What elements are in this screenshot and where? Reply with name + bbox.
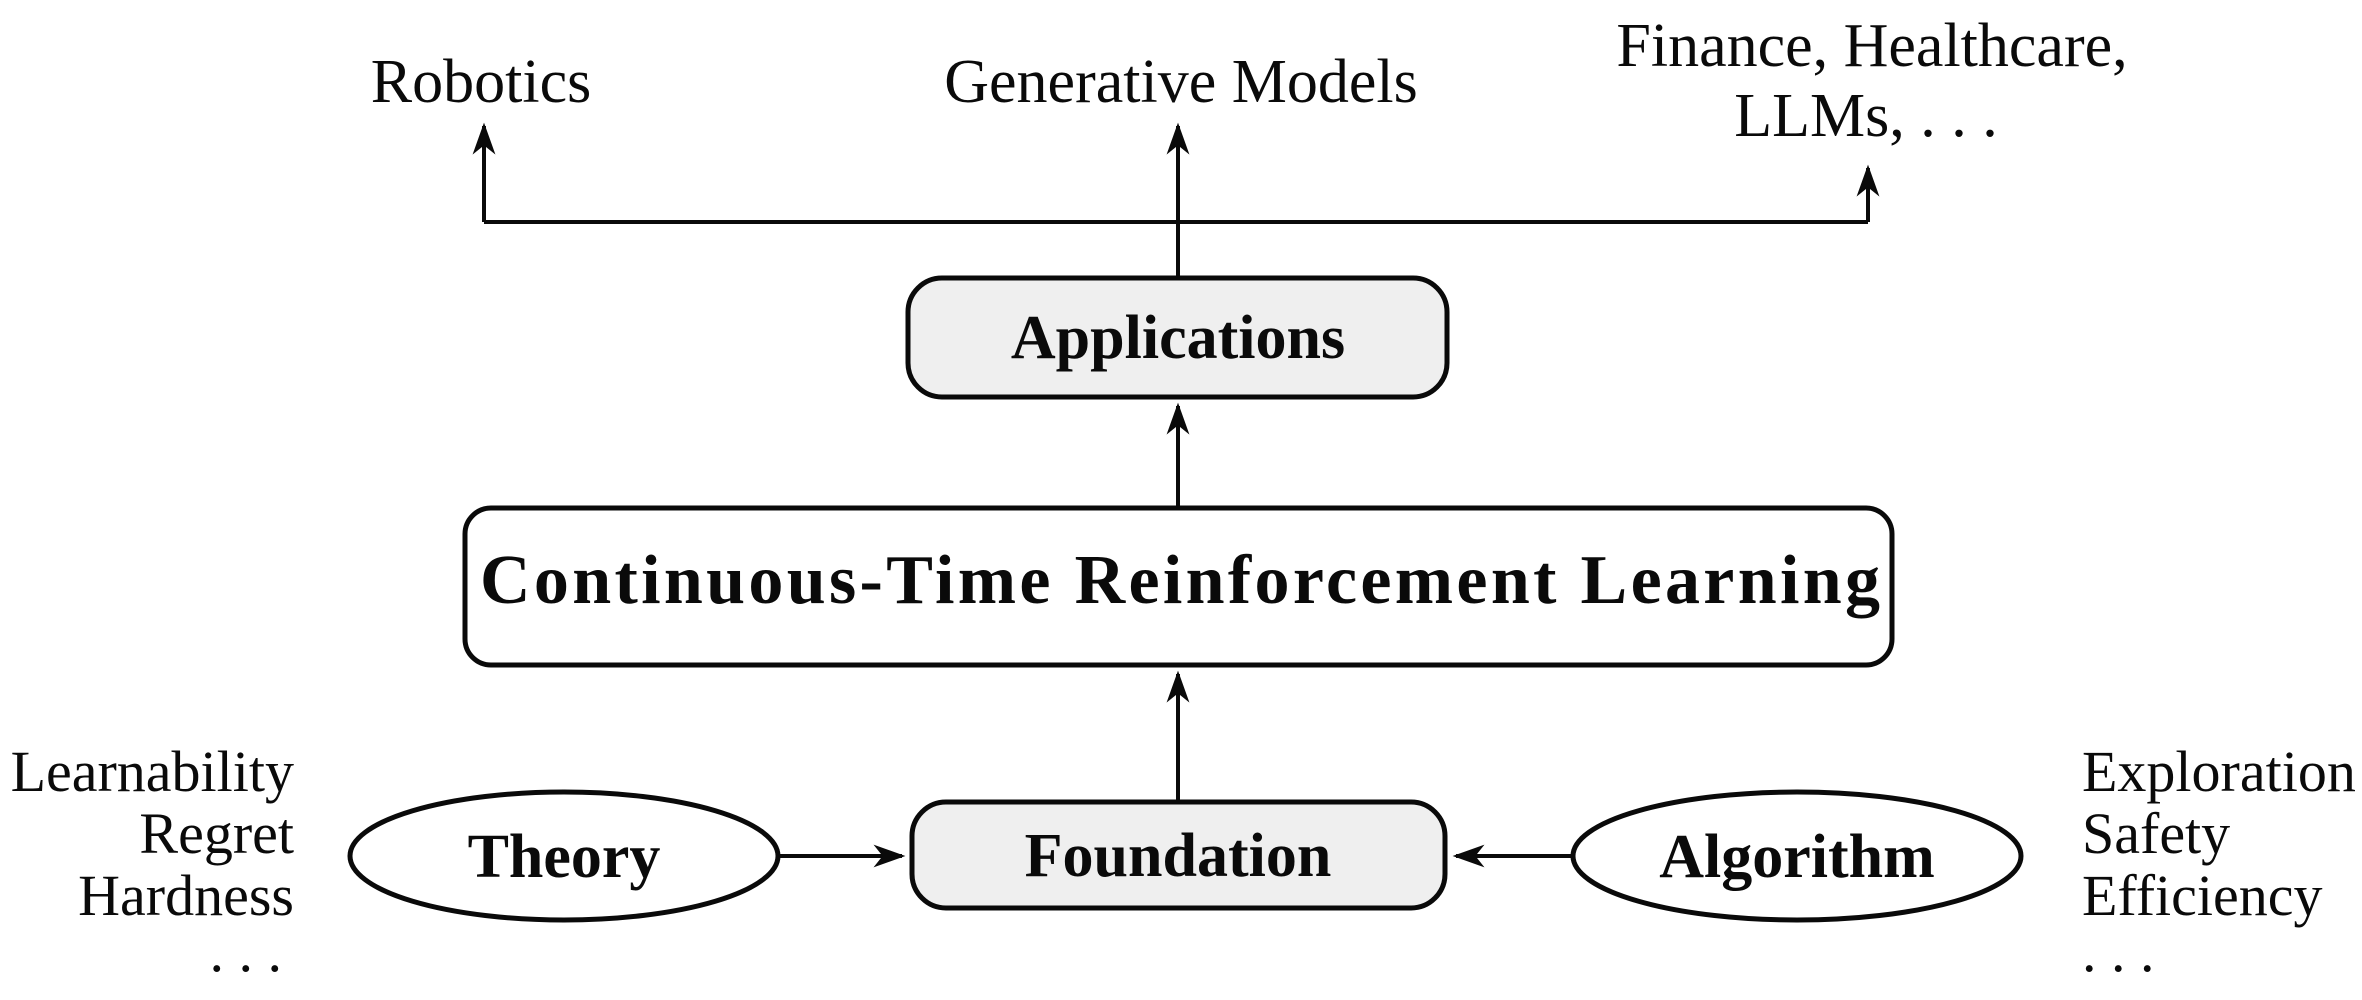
algorithm-topic-ellipsis: . . . xyxy=(2082,919,2155,984)
algorithm-node-ellipse xyxy=(1570,789,2024,923)
foundation-label: Foundation xyxy=(1025,822,1332,890)
theory-topic-ellipsis: . . . xyxy=(210,919,283,984)
theory-topic-list: Learnability Regret Hardness . . . xyxy=(11,739,294,984)
algorithm-topic-exploration: Exploration xyxy=(2082,739,2356,804)
robotics-label: Robotics xyxy=(371,48,591,116)
ctrl-node-box xyxy=(462,505,1895,668)
applications-node-box xyxy=(905,275,1450,400)
llms-label: LLMs, . . . xyxy=(1734,82,1998,150)
theory-topic-hardness: Hardness xyxy=(78,863,294,928)
theory-topic-learnability: Learnability xyxy=(11,739,294,804)
ctrl-title-label: Continuous-Time Reinforcement Learning xyxy=(480,542,1880,619)
application-area-labels: Robotics Generative Models Finance, Heal… xyxy=(371,12,2128,150)
nodes xyxy=(347,275,2024,923)
theory-topic-regret: Regret xyxy=(139,801,294,866)
algorithm-topic-safety: Safety xyxy=(2082,801,2230,866)
applications-label: Applications xyxy=(1011,304,1345,372)
theory-label: Theory xyxy=(468,823,661,891)
node-labels: Applications Continuous-Time Reinforceme… xyxy=(468,304,1935,891)
edges xyxy=(472,122,1880,868)
foundation-node-box xyxy=(909,799,1448,911)
algorithm-topic-list: Exploration Safety Efficiency . . . xyxy=(2082,739,2356,984)
generative-models-label: Generative Models xyxy=(944,48,1417,116)
algorithm-topic-efficiency: Efficiency xyxy=(2082,863,2322,928)
theory-node-ellipse xyxy=(347,789,781,923)
algorithm-label: Algorithm xyxy=(1659,823,1935,891)
finance-healthcare-label: Finance, Healthcare, xyxy=(1616,12,2127,80)
